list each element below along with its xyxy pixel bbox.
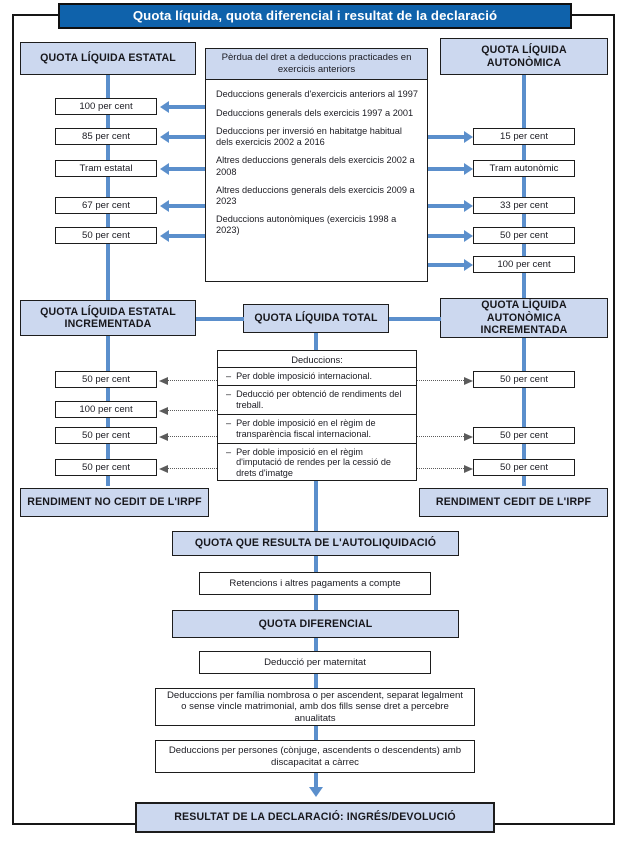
arrow-loss-to-autonomous-2 [428,163,473,175]
chip-autonomous-1: 15 per cent [473,128,575,145]
deduction-text: Deducció per obtenció de rendiments del … [236,388,402,410]
list-item: Deduccions per inversió en habitatge hab… [216,125,402,148]
arrow-loss-to-state-2 [160,131,205,143]
arrow-loss-to-autonomous-4 [428,230,473,242]
chip-autonomous-3: 33 per cent [473,197,575,214]
deduction-row: – Per doble imposició en el règim d'impu… [218,444,416,483]
connector-familia-to-discapacitat [314,726,318,740]
deduction-text: Per doble imposició en el règim d'imputa… [236,446,391,479]
page-title: Quota líquida, quota diferencial i resul… [58,3,572,29]
dash-marker: – [226,371,232,381]
dotted-arrow-to-state-ded-1 [159,376,217,385]
box-quota-liquida-total: QUOTA LÍQUIDA TOTAL [243,304,389,333]
box-rendiment-no-cedit: RENDIMENT NO CEDIT DE L'IRPF [20,488,209,517]
chip-autonomous-ded-3: 50 per cent [473,459,575,476]
arrow-loss-to-autonomous-3 [428,200,473,212]
arrowhead-to-resultat [309,787,323,797]
panel-perdua-dret: Pèrdua del dret a deduccions practicades… [205,48,428,282]
dotted-arrow-to-state-ded-4 [159,464,217,473]
spine-deductions-down [314,481,318,538]
dotted-arrow-to-autonomous-ded-1 [417,376,473,385]
box-retencions: Retencions i altres pagaments a compte [199,572,431,595]
box-quota-diferencial: QUOTA DIFERENCIAL [172,610,459,638]
arrow-loss-to-autonomous-1 [428,131,473,143]
arrow-loss-to-autonomous-5 [428,259,473,271]
spine-autonomous-mid [522,338,526,486]
chip-state-5: 50 per cent [55,227,157,244]
panel-deduccions-header: Deduccions: [218,351,416,368]
chip-state-ded-2: 100 per cent [55,401,157,418]
chip-autonomous-ded-2: 50 per cent [473,427,575,444]
chip-state-1: 100 per cent [55,98,157,115]
chip-state-2: 85 per cent [55,128,157,145]
box-deduccions-familia: Deduccions per família nombrosa o per as… [155,688,475,726]
box-deduccions-discapacitat: Deduccions per persones (cònjuge, ascend… [155,740,475,773]
connector-maternitat-to-familia [314,674,318,688]
deduction-row: – Per doble imposició internacional. [218,368,416,386]
chip-state-ded-4: 50 per cent [55,459,157,476]
deduction-row: – Deducció per obtenció de rendiments de… [218,386,416,415]
chip-autonomous-4: 50 per cent [473,227,575,244]
arrow-loss-to-state-1 [160,101,205,113]
box-quota-liquida-autonomica-incrementada: QUOTA LÍQUIDA AUTONÒMICA INCREMENTADA [440,298,608,338]
chip-state-3: Tram estatal [55,160,157,177]
connector-discapacitat-to-resultat [314,773,318,788]
link-estatal-to-total [196,317,244,321]
dotted-arrow-to-state-ded-2 [159,406,217,415]
arrow-loss-to-state-5 [160,230,205,242]
box-quota-liquida-estatal-incrementada: QUOTA LÍQUIDA ESTATAL INCREMENTADA [20,300,196,336]
box-rendiment-cedit: RENDIMENT CEDIT DE L'IRPF [419,488,608,517]
dotted-arrow-to-autonomous-ded-3 [417,464,473,473]
chip-state-ded-1: 50 per cent [55,371,157,388]
panel-deduccions: Deduccions: – Per doble imposició intern… [217,350,417,481]
box-quota-liquida-estatal: QUOTA LÍQUIDA ESTATAL [20,42,196,75]
box-quota-autoliquidacio: QUOTA QUE RESULTA DE L'AUTOLIQUIDACIÓ [172,531,459,556]
spine-state-top [106,75,110,300]
chip-autonomous-ded-1: 50 per cent [473,371,575,388]
deduction-row: – Per doble imposició en el règim de tra… [218,415,416,444]
dotted-arrow-to-autonomous-ded-2 [417,432,473,441]
connector-diferencial-to-maternitat [314,638,318,651]
box-deduccio-maternitat: Deducció per maternitat [199,651,431,674]
connector-autoliq-to-retencions [314,556,318,572]
spine-autonomous-top [522,75,526,300]
list-item: Deduccions autonòmiques (exercicis 1998 … [216,214,397,236]
arrow-loss-to-state-3 [160,163,205,175]
dotted-arrow-to-state-ded-3 [159,432,217,441]
list-item: Altres deduccions generals dels exercici… [216,155,415,177]
list-item: Deduccions generals dels exercicis 1997 … [216,107,414,118]
arrow-loss-to-state-4 [160,200,205,212]
dash-marker: – [226,388,232,399]
deduction-text: Per doble imposició en el règim de trans… [236,417,376,439]
chip-autonomous-2: Tram autonòmic [473,160,575,177]
chip-autonomous-5: 100 per cent [473,256,575,273]
list-item: Deduccions generals d'exercicis anterior… [216,89,418,100]
list-item: Altres deduccions generals dels exercici… [216,184,415,206]
panel-perdua-header: Pèrdua del dret a deduccions practicades… [206,49,427,80]
dash-marker: – [226,417,232,428]
chip-state-4: 67 per cent [55,197,157,214]
box-quota-liquida-autonomica: QUOTA LÍQUIDA AUTONÒMICA [440,38,608,75]
panel-perdua-body: Deduccions generals d'exercicis anterior… [206,80,427,244]
connector-retencions-to-diferencial [314,595,318,610]
spine-total-down [314,333,318,351]
chip-state-ded-3: 50 per cent [55,427,157,444]
box-resultat-declaracio: RESULTAT DE LA DECLARACIÓ: INGRÉS/DEVOLU… [135,802,495,833]
link-total-to-autonomica [389,317,441,321]
deduction-text: Per doble imposició internacional. [236,371,373,381]
dash-marker: – [226,446,232,457]
